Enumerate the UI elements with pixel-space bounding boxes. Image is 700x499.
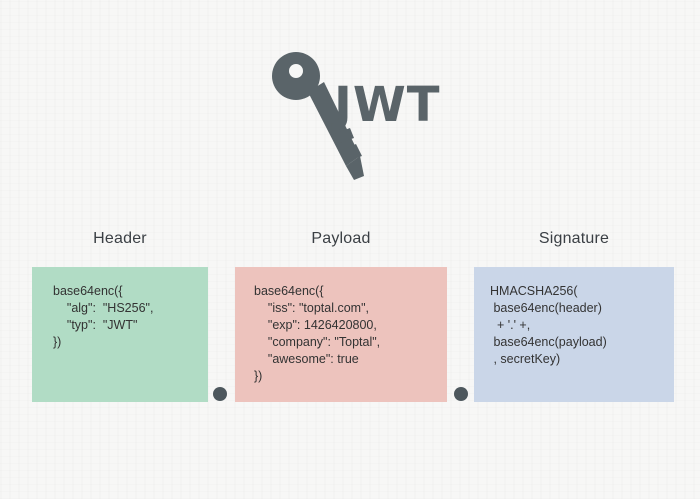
separator-dot xyxy=(454,387,468,401)
header-line: "alg": "HS256", xyxy=(53,301,154,315)
payload-line: "exp": 1426420800, xyxy=(254,318,377,332)
header-line: }) xyxy=(53,335,62,349)
payload-line: "awesome": true xyxy=(254,352,359,366)
payload-title: Payload xyxy=(311,230,371,247)
jwt-logo: JWT xyxy=(268,48,441,188)
payload-line: "iss": "toptal.com", xyxy=(254,301,370,315)
header-line: "typ": "JWT" xyxy=(53,318,138,332)
payload-line: base64enc({ xyxy=(254,284,324,298)
header-box: base64enc({ "alg": "HS256", "typ": "JWT"… xyxy=(32,267,208,402)
payload-line: "company": "Toptal", xyxy=(254,335,381,349)
signature-line: HMACSHA256( xyxy=(490,284,578,298)
signature-line: base64enc(header) xyxy=(490,301,602,315)
separator-dot xyxy=(213,387,227,401)
signature-line: , secretKey) xyxy=(490,352,561,366)
payload-box: base64enc({ "iss": "toptal.com", "exp": … xyxy=(235,267,447,402)
signature-box: HMACSHA256( base64enc(header) + '.' +, b… xyxy=(474,267,674,402)
header-title: Header xyxy=(93,230,147,247)
signature-line: + '.' +, xyxy=(490,318,531,332)
key-icon xyxy=(272,52,364,180)
header-line: base64enc({ xyxy=(53,284,123,298)
logo-text: JWT xyxy=(334,77,441,133)
payload-line: }) xyxy=(254,369,263,383)
signature-line: base64enc(payload) xyxy=(490,335,607,349)
signature-title: Signature xyxy=(538,230,610,247)
